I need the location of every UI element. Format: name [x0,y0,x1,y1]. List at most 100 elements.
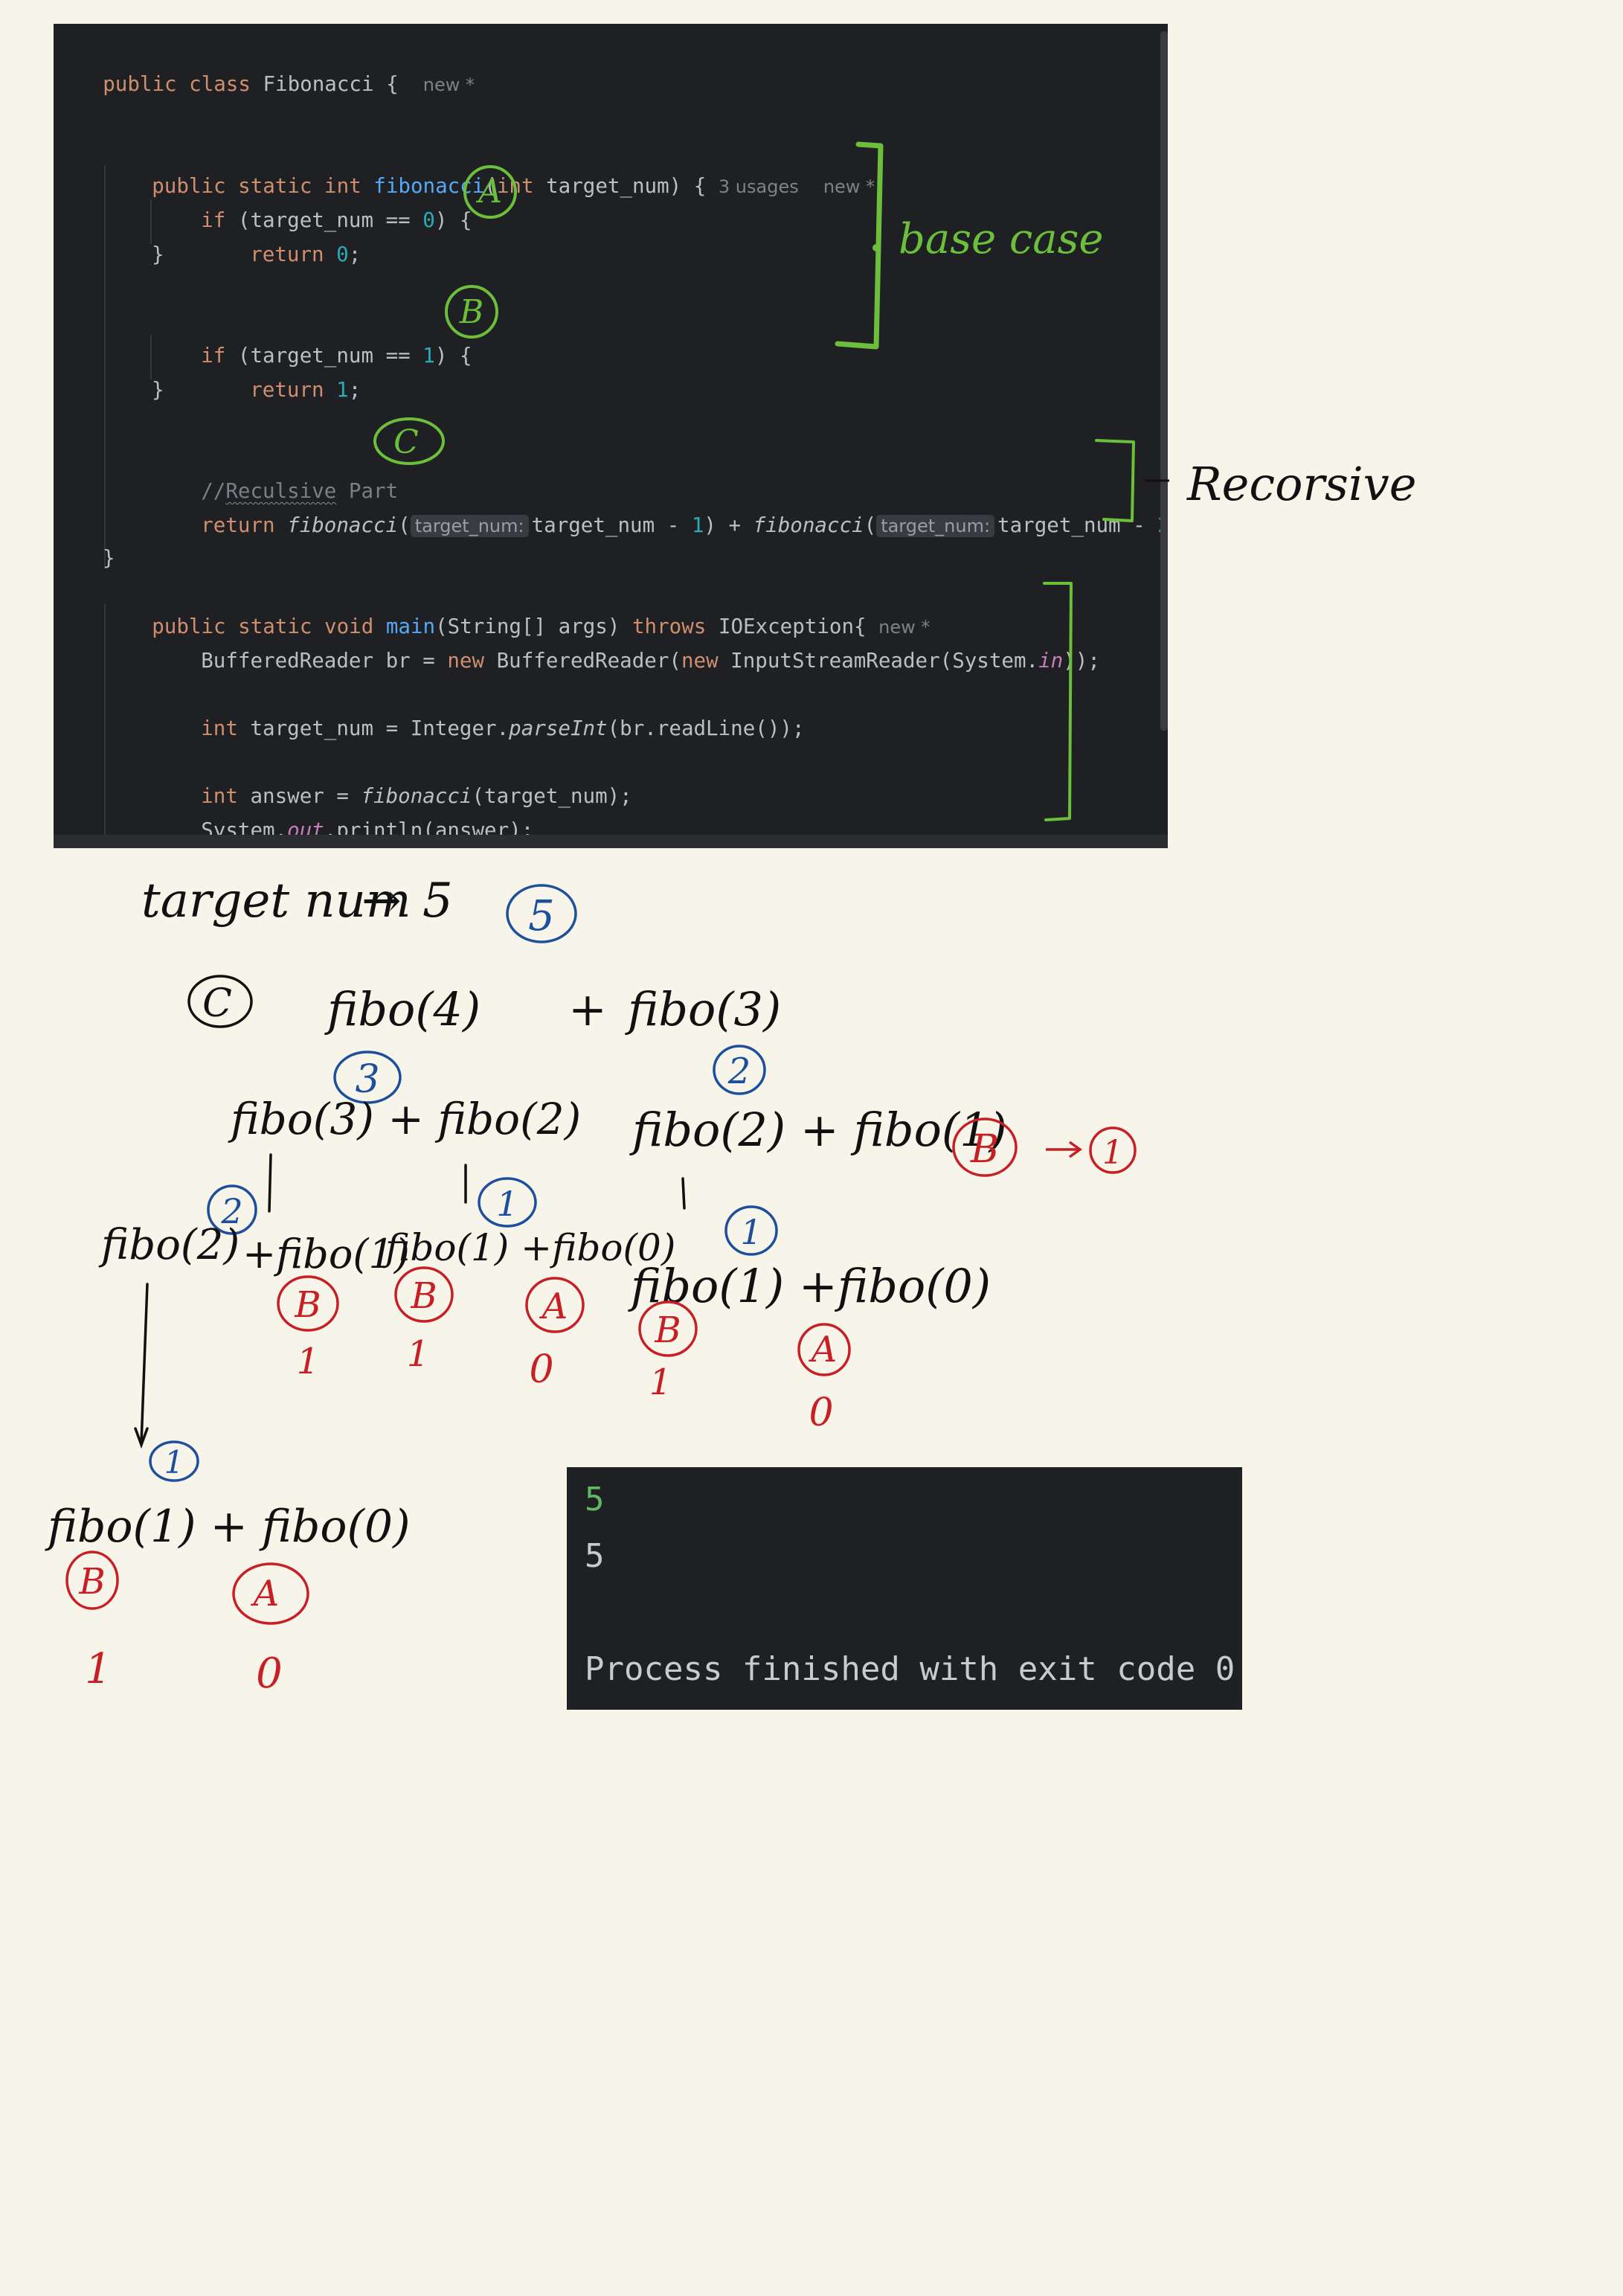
a-label: A [809,1329,838,1370]
blue-circle-icon [478,1177,537,1228]
value-one: 1 [85,1645,112,1693]
brace: { [386,72,399,96]
circle-b-icon [445,285,498,339]
condition-end: ) { [434,208,472,232]
code: (br.readLine()); [607,716,805,740]
red-circle-icon [797,1323,851,1376]
blue-circle-icon [149,1440,199,1482]
brace: } [152,378,164,402]
keyword: int [201,716,238,740]
keyword: if [201,344,226,368]
plus-text: + [568,982,607,1036]
tree-edge-icon [681,1177,686,1210]
author-hint[interactable]: new * [422,74,475,95]
paren: ( [484,174,497,198]
fibo4-text: fibo(4) [324,982,481,1036]
indent-guide [150,335,152,379]
number: 0 [324,243,349,266]
semicolon: ; [348,243,361,266]
tree-arrow-icon [140,1283,149,1445]
code-editor[interactable]: public class Fibonacci { new * public st… [54,24,1168,848]
number: 1 [324,378,349,402]
indent-guide [104,165,106,568]
red-circle-icon [638,1301,698,1357]
return-zero-line: return 0; [201,203,361,266]
answer-line: int answer = fibonacci(target_num); [152,745,632,808]
keyword: return [250,243,324,266]
blue-circle-icon [333,1051,402,1104]
class-name: Fibonacci [263,72,374,96]
keyword: class [189,72,251,96]
code: BufferedReader br = [201,649,448,673]
vertical-scrollbar[interactable] [1160,31,1168,731]
code: answer = [237,784,361,808]
b-label: B [294,1284,321,1326]
number: 1 [691,513,704,537]
keyword: int [324,174,361,198]
result-one: 1 [1102,1134,1123,1172]
label-c: C [393,423,419,461]
badge-two: 2 [220,1191,242,1231]
close-brace: } [152,373,164,407]
red-circle-icon [525,1277,585,1333]
number: 0 [422,208,435,232]
if-one-line: if (target_num == 1) { [152,304,472,368]
blue-circle-icon [713,1045,766,1095]
method-call: fibonacci [361,784,472,808]
brace: } [103,546,115,570]
main-signature: public static void main(String[] args) t… [103,575,930,638]
keyword: void [324,615,374,638]
semicolon: ; [348,378,361,402]
usages-hint[interactable]: 3 usages [718,176,799,197]
b-label: B [78,1561,105,1603]
run-console[interactable]: 5 5 Process finished with exit code 0 [567,1467,1242,1710]
param-name: target_num) { [533,174,707,198]
code: (target_num); [472,784,632,808]
code: InputStreamReader(System. [718,649,1039,673]
parse-line: int target_num = Integer.parseInt(br.rea… [152,677,804,740]
label-a: A [475,173,502,211]
method-call: parseInt [509,716,608,740]
recursive-return-line: return fibonacci(target_num:target_num -… [152,474,1168,537]
recursive-bracket-icon [1095,439,1135,522]
exception: IOException{ [706,615,867,638]
comment: Part [336,479,399,503]
indent-guide [150,199,152,244]
keyword: public [152,174,226,198]
red-arrowhead-icon [1068,1141,1083,1158]
subtree-expression: fibo(1) +fibo(0) [382,1226,675,1269]
close-brace: } [152,237,164,272]
number: 1 [422,344,435,368]
operator: ) + [704,513,753,537]
comment-line: //Reculsive Part [152,440,398,503]
typo-word[interactable]: Reculsive [225,479,337,503]
keyword: new [681,649,719,673]
badge-one: 1 [496,1184,518,1224]
value-zero: 0 [529,1347,553,1392]
a-label: A [251,1573,280,1614]
keyword: static [238,174,312,198]
badge-one: 1 [740,1212,762,1252]
code: target_num = Integer. [237,716,510,740]
console-input: 5 [585,1481,605,1519]
value-one: 1 [649,1362,672,1403]
badge-one: 1 [164,1444,184,1481]
condition: (target_num == [225,344,423,368]
subtree-expression: fibo(1) +fibo(0) [628,1259,991,1313]
parameter-hint[interactable]: target_num: [876,515,995,537]
parameter-hint[interactable]: target_num: [410,515,529,537]
argument: target_num - [531,513,692,537]
author-hint[interactable]: new * [878,617,931,638]
keyword: return [250,378,324,402]
b-label: B [654,1309,681,1351]
paren: ( [864,513,877,537]
author-hint[interactable]: new * [823,176,875,197]
code-annotations: A B C base case Recorsive [373,141,1416,821]
red-circle-icon [952,1117,1018,1177]
keyword: if [201,208,226,232]
value-one: 1 [407,1333,430,1375]
target-num-label: target num [141,873,411,929]
blue-circle-icon [724,1205,778,1256]
circle-c-icon [187,975,253,1028]
